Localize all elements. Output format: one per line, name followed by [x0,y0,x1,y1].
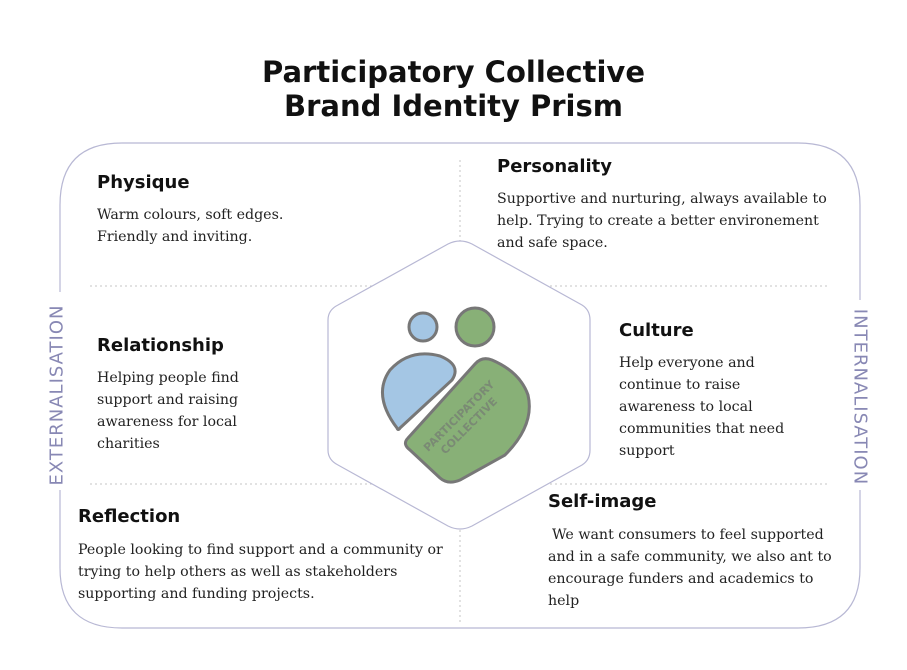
relationship-text: Helping people find support and raising … [97,370,239,452]
culture-text: Help everyone and continue to raise awar… [619,355,785,459]
self-image-heading: Self-image [548,491,657,512]
page-title: Participatory Collective Brand Identity … [0,55,907,123]
relationship-heading: Relationship [97,335,224,356]
title-line-2: Brand Identity Prism [284,89,623,123]
outer-frame [59,142,861,629]
self-image-text: We want consumers to feel supported and … [548,527,832,609]
personality-heading: Personality [497,156,612,177]
physique-text: Warm colours, soft edges. Friendly and i… [97,207,284,245]
externalisation-label: EXTERNALISATION [46,304,68,486]
culture-heading: Culture [619,320,694,341]
logo-icon: PARTICIPATORY COLLECTIVE [380,306,531,484]
reflection-heading: Reflection [78,506,181,527]
personality-text: Supportive and nurturing, always availab… [497,191,827,251]
reflection-text: People looking to find support and a com… [78,542,443,602]
title-line-1: Participatory Collective [261,55,646,89]
physique-heading: Physique [97,172,190,193]
internalisation-label: INTERNALISATION [849,308,871,486]
